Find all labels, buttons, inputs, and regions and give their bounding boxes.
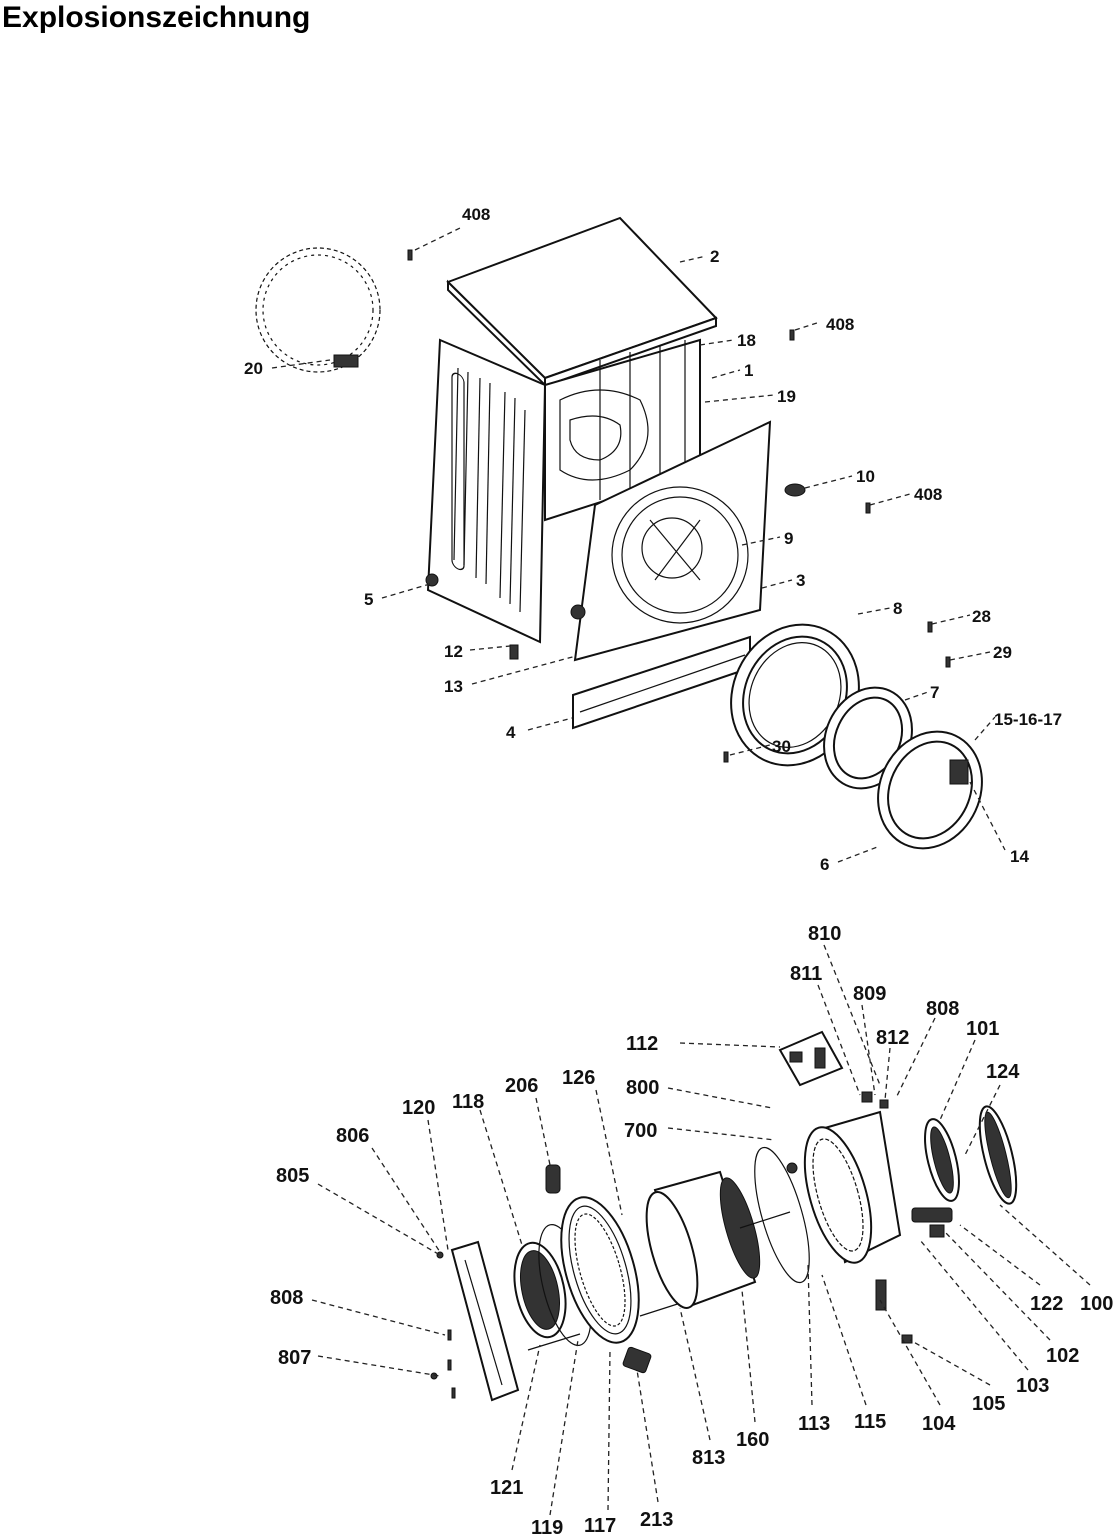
part-label: 105 (972, 1393, 1005, 1415)
part-label: 120 (402, 1097, 435, 1119)
part-label: 5 (364, 590, 373, 609)
page-title: Explosionszeichnung (2, 1, 311, 34)
part-label: 115 (854, 1411, 886, 1433)
part-label: 2 (710, 247, 719, 266)
part-label: 118 (452, 1091, 484, 1113)
part-label: 20 (244, 359, 263, 378)
part-label: 15-16-17 (994, 710, 1062, 729)
part-label: 126 (562, 1067, 595, 1089)
part-label: 812 (876, 1027, 909, 1049)
part-label: 160 (736, 1429, 769, 1451)
part-label: 28 (972, 607, 991, 626)
part-label: 813 (692, 1447, 725, 1469)
part-label: 3 (796, 571, 805, 590)
part-label: 102 (1046, 1345, 1079, 1367)
part-label: 101 (966, 1018, 999, 1040)
part-label: 408 (826, 315, 854, 334)
part-label: 113 (798, 1413, 830, 1435)
upper-labels: 408 2 18 408 1 19 20 10 408 9 3 5 8 28 1… (244, 205, 1062, 874)
part-label: 12 (444, 642, 463, 661)
part-label: 100 (1080, 1293, 1113, 1315)
part-label: 104 (922, 1413, 956, 1435)
part-label: 1 (744, 361, 753, 380)
part-label: 112 (626, 1033, 658, 1055)
part-label: 117 (584, 1515, 616, 1536)
lower-leader-lines (311, 944, 1091, 1516)
part-label: 18 (737, 331, 756, 350)
part-label: 124 (986, 1061, 1020, 1083)
part-label: 700 (624, 1120, 657, 1142)
part-label: 14 (1010, 847, 1029, 866)
part-label: 6 (820, 855, 829, 874)
part-label: 122 (1030, 1293, 1063, 1315)
part-label: 103 (1016, 1375, 1049, 1397)
part-label: 805 (276, 1165, 309, 1187)
part-label: 811 (790, 963, 822, 985)
part-label: 408 (914, 485, 942, 504)
part-label: 807 (278, 1347, 311, 1369)
part-label: 8 (893, 599, 902, 618)
lower-labels: 810 811 809 808 101 812 124 112 800 206 … (270, 923, 1113, 1536)
upper-leader-lines (271, 227, 1006, 863)
part-label: 213 (640, 1509, 673, 1531)
part-label: 9 (784, 529, 793, 548)
cabinet-assembly (255, 216, 983, 850)
part-label: 30 (772, 737, 791, 756)
part-label: 19 (777, 387, 796, 406)
part-label: 7 (930, 683, 939, 702)
part-label: 808 (926, 998, 959, 1020)
part-label: 121 (490, 1477, 523, 1499)
part-label: 800 (626, 1077, 659, 1099)
part-label: 808 (270, 1287, 303, 1309)
tub-assembly (430, 1030, 1018, 1402)
part-label: 810 (808, 923, 841, 945)
part-label: 119 (531, 1517, 563, 1536)
part-label: 4 (506, 723, 516, 742)
part-label: 10 (856, 467, 875, 486)
part-label: 29 (993, 643, 1012, 662)
part-label: 806 (336, 1125, 369, 1147)
part-label: 13 (444, 677, 463, 696)
part-label: 206 (505, 1075, 538, 1097)
part-label: 809 (853, 983, 886, 1005)
part-label: 408 (462, 205, 490, 224)
